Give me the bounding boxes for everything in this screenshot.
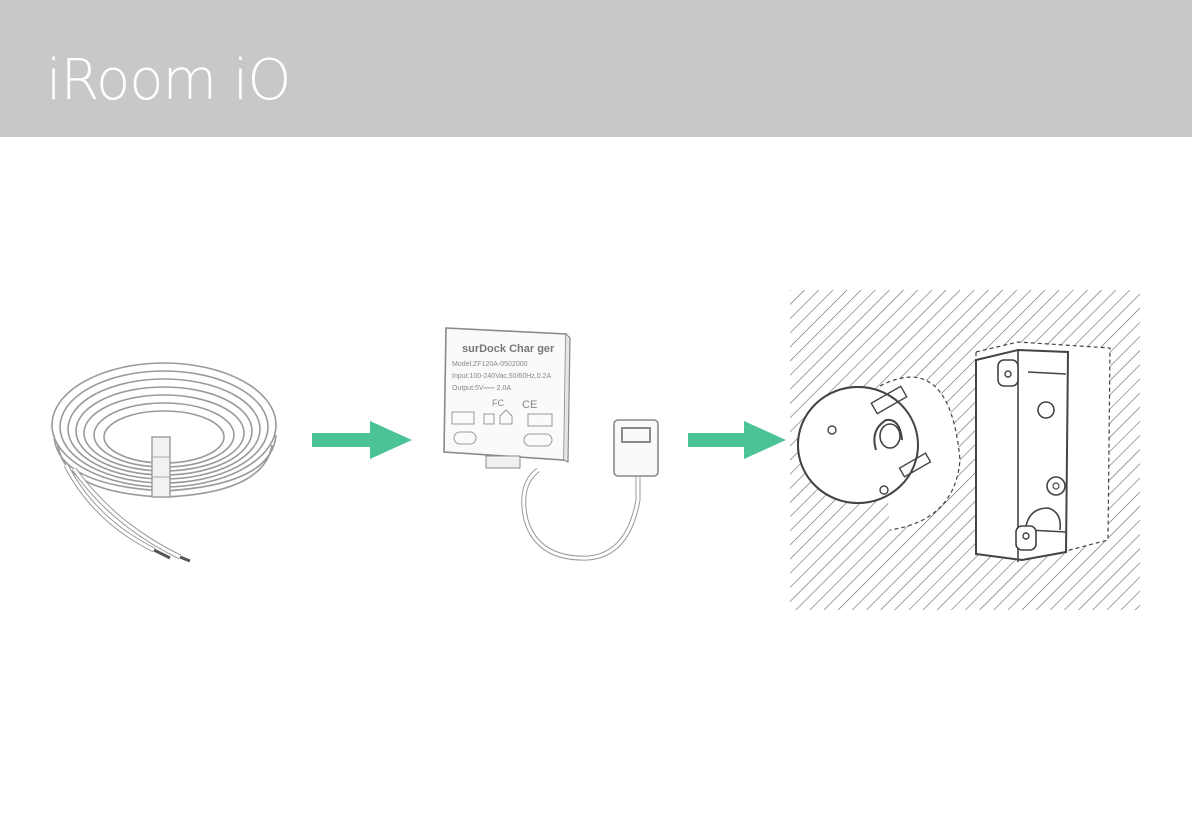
page-title: iRoom iO bbox=[46, 48, 290, 114]
cable-coil-illustration bbox=[44, 345, 294, 575]
charger-model: Model:ZF120A-0502000 bbox=[452, 361, 528, 368]
charger-illustration: surDock Char ger Model:ZF120A-0502000 In… bbox=[438, 320, 678, 580]
charger-input: Input:100-240Vac,50/60Hz,0.2A bbox=[452, 373, 551, 380]
header-bar: iRoom iO bbox=[0, 0, 1192, 137]
arrow-right-icon bbox=[312, 421, 412, 459]
arrow-shape bbox=[688, 421, 786, 459]
charger-output: Output:5V⎓⎓ 2.0A bbox=[452, 385, 511, 392]
charger-brand: surDock Char ger bbox=[462, 343, 555, 355]
arrow-shape bbox=[312, 421, 412, 459]
wall-box-illustration bbox=[790, 290, 1140, 610]
ce-mark: CE bbox=[522, 399, 537, 411]
arrow-right-icon bbox=[688, 421, 786, 459]
fc-mark: FC bbox=[492, 398, 504, 408]
